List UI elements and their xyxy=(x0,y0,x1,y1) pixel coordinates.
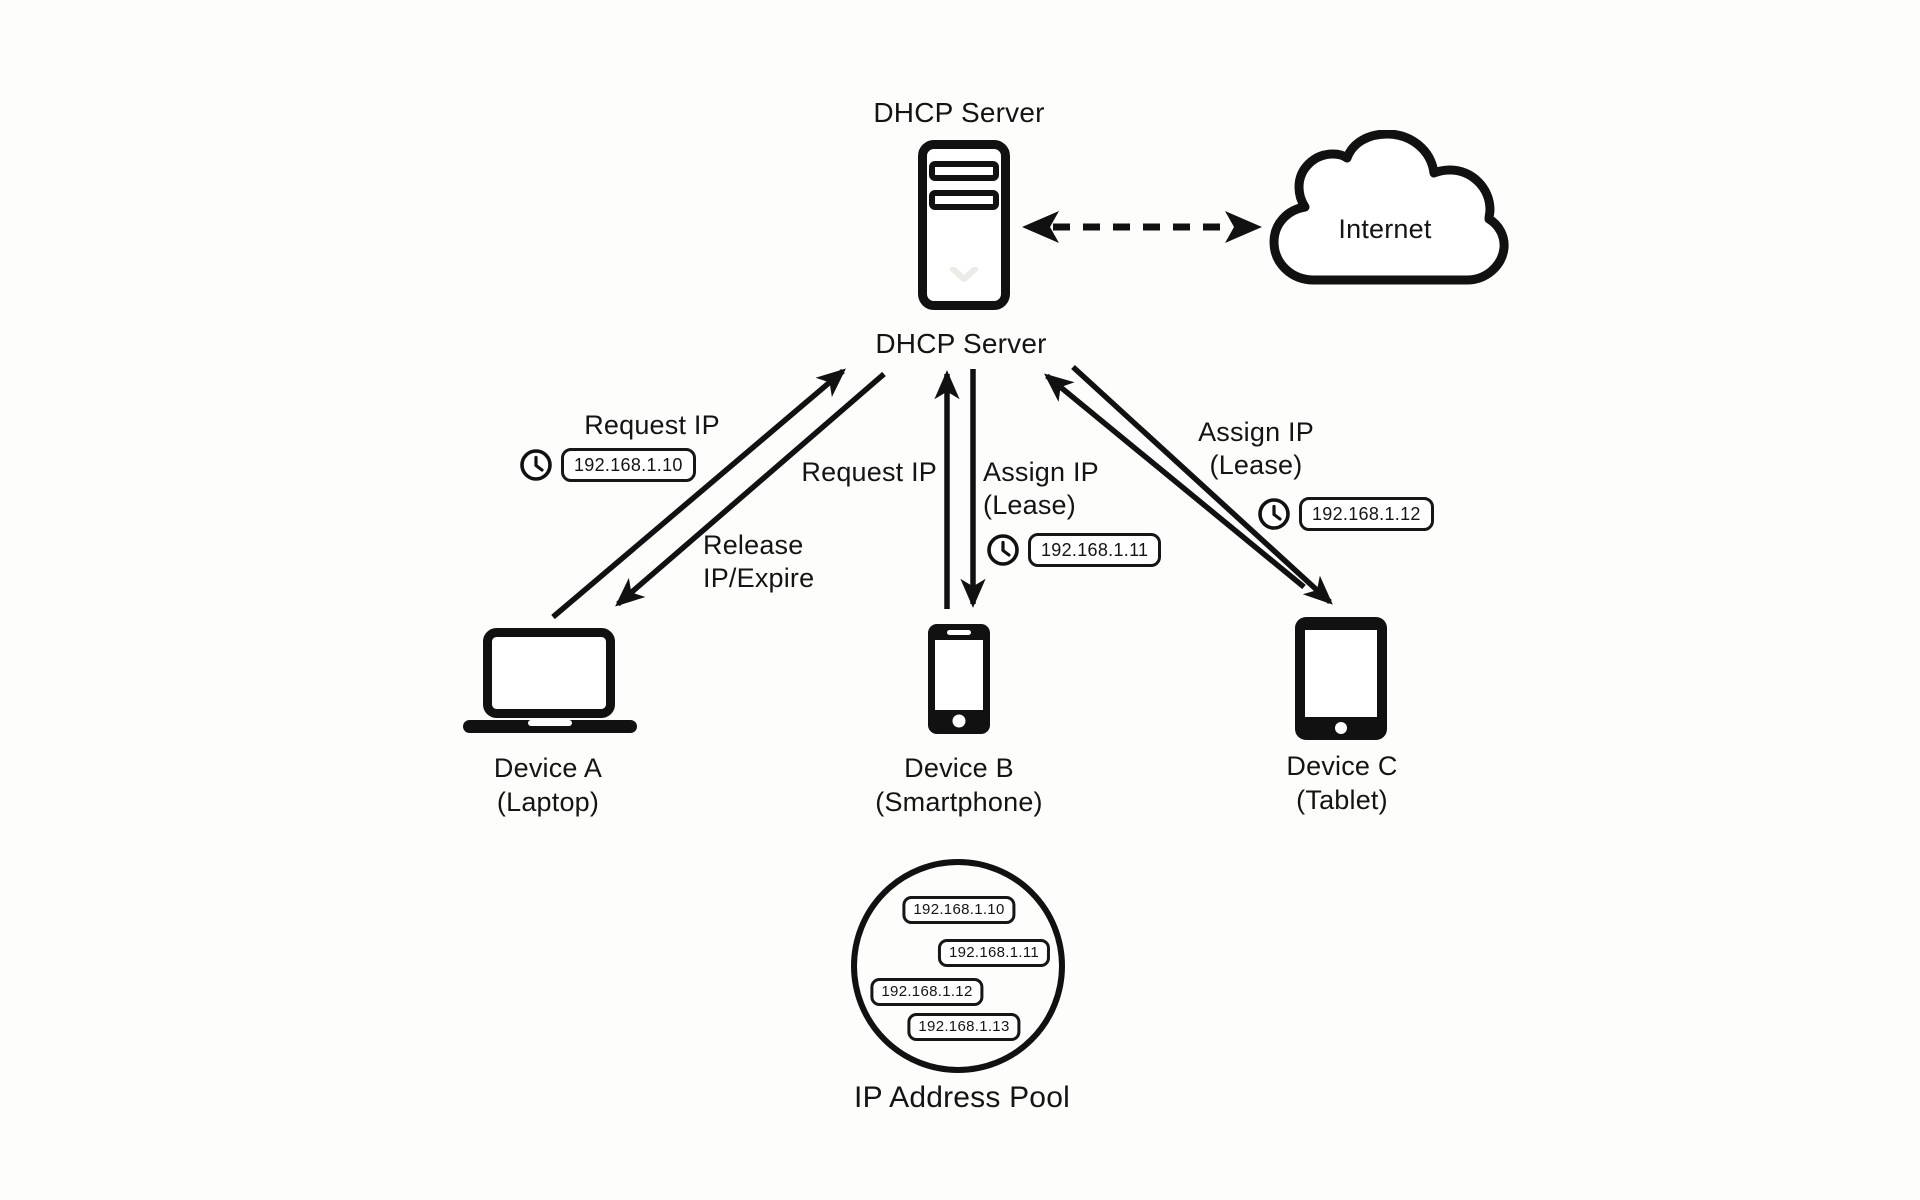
ip-badge-device-c: 192.168.1.12 xyxy=(1299,497,1434,531)
device-c-name: Device C xyxy=(1286,751,1398,781)
device-b-label: Device B (Smartphone) xyxy=(859,751,1059,819)
pool-ip-badge: 192.168.1.13 xyxy=(907,1013,1021,1041)
clock-icon xyxy=(987,534,1019,566)
assign-label-line1: Assign IP xyxy=(1198,417,1314,447)
device-a-label: Device A (Laptop) xyxy=(448,751,648,819)
lease-row-device-c: 192.168.1.12 xyxy=(1257,497,1434,531)
clock-icon xyxy=(1258,498,1290,530)
server-label: DHCP Server xyxy=(875,328,1047,359)
server-watermark-chevron-icon xyxy=(950,267,978,282)
internet-label: Internet xyxy=(1338,214,1432,244)
release-label-device-a: Release IP/Expire xyxy=(703,529,814,595)
pool-ip-badge: 192.168.1.12 xyxy=(870,978,984,1006)
assign-arrow-device-c xyxy=(1071,364,1333,605)
server-icon xyxy=(918,140,1010,310)
server-drive-slot xyxy=(929,190,999,210)
request-ip-label-device-b: Request IP xyxy=(801,457,937,487)
server-drive-slot xyxy=(929,161,999,181)
request-arrow-device-a xyxy=(551,368,846,620)
lease-row-device-b: 192.168.1.11 xyxy=(986,533,1162,567)
server-title: DHCP Server xyxy=(873,97,1045,128)
device-c-kind: (Tablet) xyxy=(1296,785,1388,815)
assign-label-line1: Assign IP xyxy=(983,457,1099,487)
release-label-line1: Release xyxy=(703,530,804,560)
release-arrow-device-a xyxy=(615,371,886,607)
device-b-name: Device B xyxy=(904,753,1014,783)
ip-pool-circle xyxy=(851,859,1065,1073)
release-label-line2: IP/Expire xyxy=(703,563,815,593)
assign-label-device-b: Assign IP (Lease) xyxy=(983,456,1099,522)
clock-icon xyxy=(520,449,552,481)
internet-link-arrow xyxy=(1022,211,1262,243)
internet-cloud-icon xyxy=(1269,130,1509,285)
laptop-icon xyxy=(463,628,637,733)
assign-label-device-c: Assign IP (Lease) xyxy=(1156,416,1356,482)
lease-row-device-a: 192.168.1.10 xyxy=(519,448,696,482)
ip-pool-label: IP Address Pool xyxy=(854,1081,1070,1114)
ip-badge-device-b: 192.168.1.11 xyxy=(1028,533,1162,567)
tablet-icon xyxy=(1295,617,1387,740)
pool-ip-badge: 192.168.1.11 xyxy=(937,939,1051,967)
assign-label-line2: (Lease) xyxy=(1209,450,1303,480)
ip-badge-device-a: 192.168.1.10 xyxy=(561,448,696,482)
device-a-name: Device A xyxy=(493,753,603,783)
request-ip-label-device-a: Request IP xyxy=(584,410,720,440)
assign-label-line2: (Lease) xyxy=(983,490,1076,520)
pool-ip-badge: 192.168.1.10 xyxy=(902,896,1016,924)
smartphone-icon xyxy=(928,624,990,734)
device-b-kind: (Smartphone) xyxy=(875,787,1043,817)
arrow-device-c-to-server xyxy=(1044,373,1306,590)
device-a-kind: (Laptop) xyxy=(496,787,600,817)
device-c-label: Device C (Tablet) xyxy=(1242,749,1442,817)
